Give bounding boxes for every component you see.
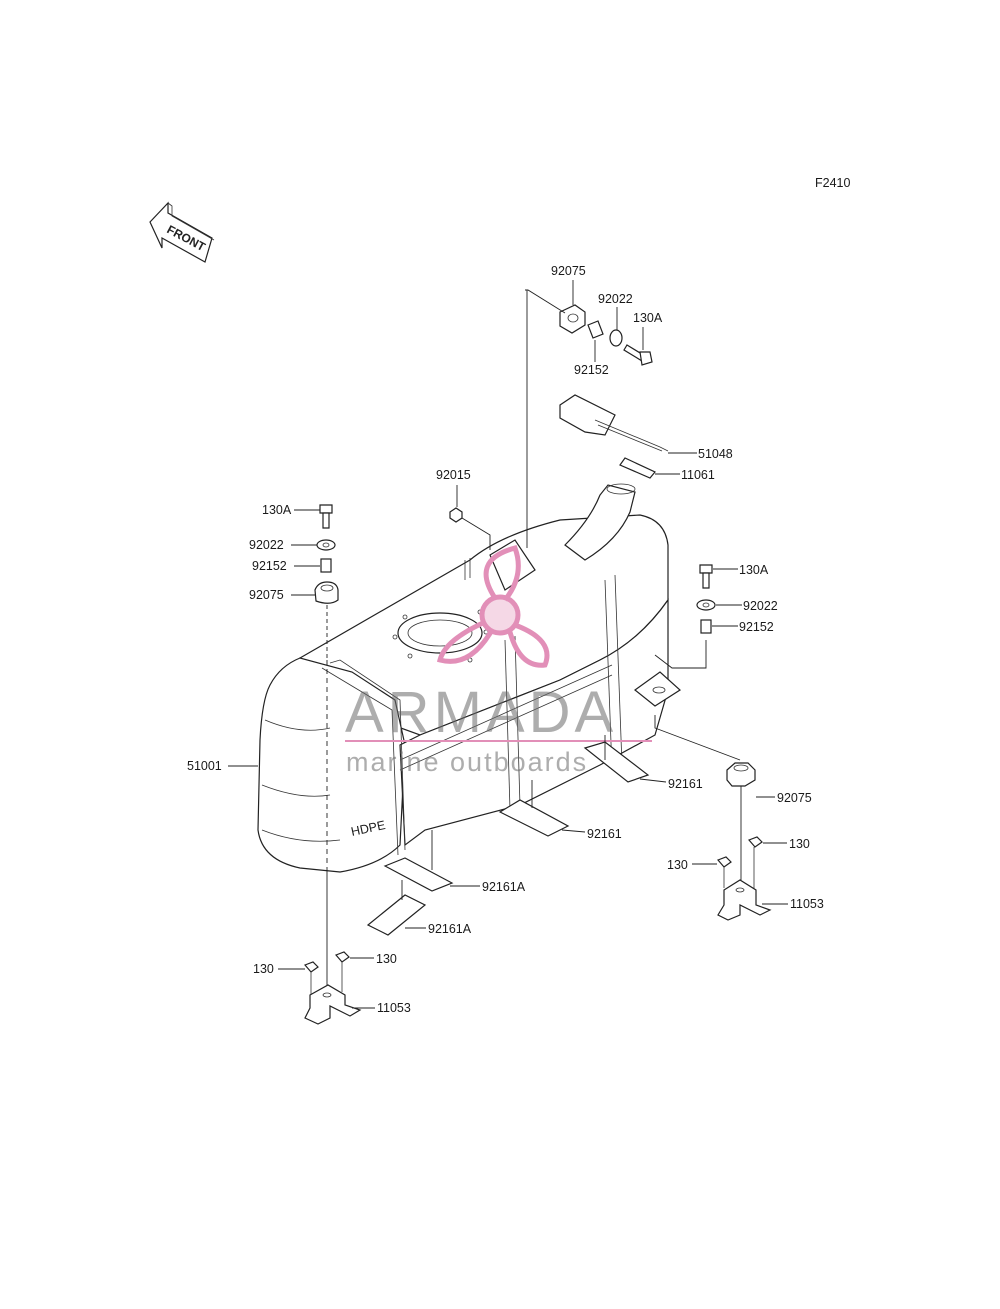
nut-92015 bbox=[449, 507, 463, 523]
callout-92161-b: 92161 bbox=[587, 827, 622, 841]
figure-code: F2410 bbox=[815, 176, 850, 190]
callout-92152-right: 92152 bbox=[739, 620, 774, 634]
fuel-cap-51048 bbox=[559, 394, 669, 452]
washer-92022-top bbox=[609, 329, 623, 347]
callout-92152-left: 92152 bbox=[252, 559, 287, 573]
bolt-130A-top bbox=[623, 344, 653, 366]
propeller-logo-icon bbox=[436, 544, 550, 668]
front-arrow-icon: FRONT bbox=[149, 201, 215, 263]
callout-130-l1: 130 bbox=[253, 962, 274, 976]
gasket-11061 bbox=[619, 457, 656, 479]
callout-130-l2: 130 bbox=[376, 952, 397, 966]
callout-92161A-a: 92161A bbox=[482, 880, 526, 894]
pad-92161-b bbox=[498, 799, 570, 837]
watermark-title: ARMADA bbox=[345, 680, 617, 745]
callout-11053-left: 11053 bbox=[377, 1001, 411, 1015]
bolt-130-r2 bbox=[716, 856, 732, 888]
callout-92075-left: 92075 bbox=[249, 588, 284, 602]
callout-92022-left: 92022 bbox=[249, 538, 284, 552]
callout-51048: 51048 bbox=[698, 447, 733, 461]
collar-92152-top bbox=[587, 320, 604, 339]
bolt-130-l2 bbox=[334, 951, 350, 992]
callout-92152-top: 92152 bbox=[574, 363, 609, 377]
callout-92022-top: 92022 bbox=[598, 292, 633, 306]
callout-11053-right: 11053 bbox=[790, 897, 824, 911]
pad-92161-a bbox=[583, 741, 650, 783]
callout-92022-right: 92022 bbox=[743, 599, 778, 613]
callout-130A-left: 130A bbox=[262, 503, 292, 517]
bracket-11053-left bbox=[304, 984, 362, 1025]
callout-51001: 51001 bbox=[187, 759, 222, 773]
bolt-130A-right bbox=[699, 564, 713, 589]
callout-92015: 92015 bbox=[436, 468, 471, 482]
bolt-130-r1 bbox=[747, 836, 763, 890]
washer-92022-right bbox=[696, 599, 716, 611]
callout-92075-right: 92075 bbox=[777, 791, 812, 805]
callout-130-r2: 130 bbox=[667, 858, 688, 872]
callout-130A-top: 130A bbox=[633, 311, 663, 325]
watermark-subtitle: marine outboards bbox=[346, 747, 588, 777]
callout-130-r1: 130 bbox=[789, 837, 810, 851]
collar-92152-left bbox=[320, 558, 332, 573]
bracket-11053-right bbox=[717, 879, 772, 921]
grommet-92075-left bbox=[314, 581, 339, 604]
callout-92161-a: 92161 bbox=[668, 777, 703, 791]
callout-92161A-b: 92161A bbox=[428, 922, 472, 936]
pad-92161A-a bbox=[383, 857, 454, 892]
pad-92161A-b bbox=[366, 894, 427, 936]
callout-11061: 11061 bbox=[681, 468, 715, 482]
armada-watermark: ARMADA marine outboards bbox=[345, 544, 652, 777]
bolt-130A-left bbox=[319, 504, 333, 529]
washer-92022-left bbox=[316, 539, 336, 551]
grommet-92075-right bbox=[726, 762, 756, 787]
collar-92152-right bbox=[700, 619, 712, 634]
callout-92075-top: 92075 bbox=[551, 264, 586, 278]
callout-130A-right: 130A bbox=[739, 563, 769, 577]
grommet-92075-top bbox=[559, 304, 586, 334]
